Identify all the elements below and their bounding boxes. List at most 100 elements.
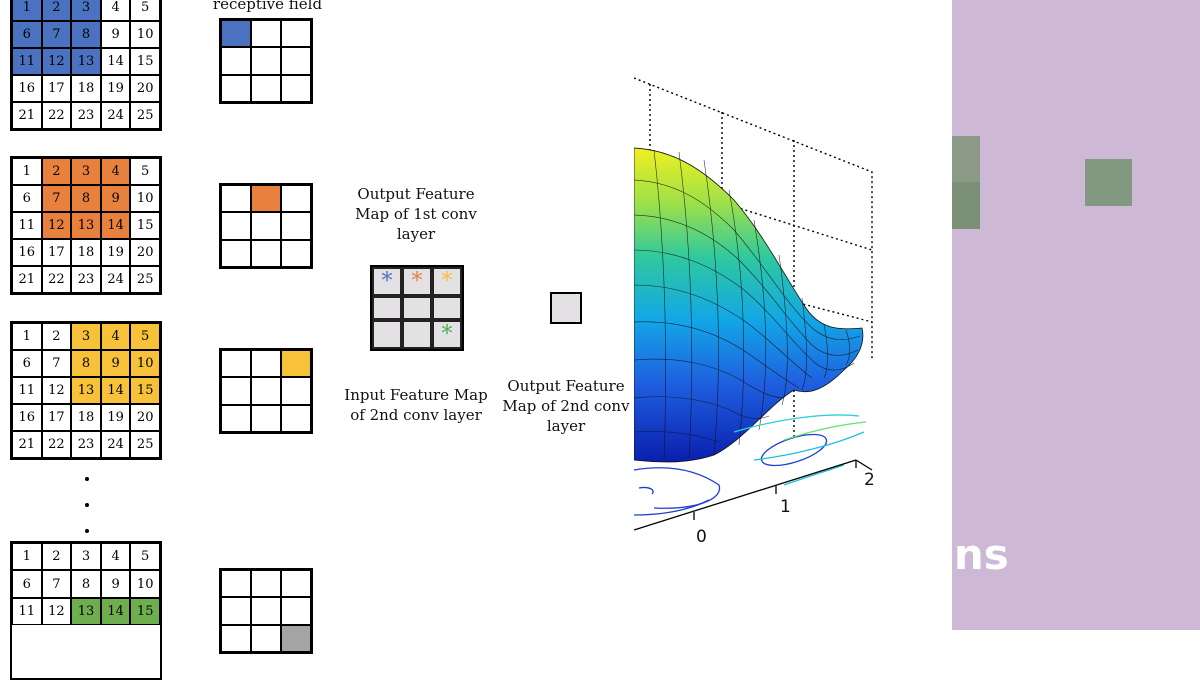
receptive-cell xyxy=(281,239,311,267)
axis-tick-0: 0 xyxy=(696,527,707,547)
grid-cell: 21 xyxy=(12,266,42,293)
grid-cell: 9 xyxy=(100,570,131,598)
grid-cell: 13 xyxy=(71,212,101,239)
grid-cell: 9 xyxy=(100,350,131,377)
receptive-cell xyxy=(251,74,281,102)
background-panel xyxy=(952,0,1200,630)
ellipsis-dot xyxy=(85,529,89,533)
receptive-cell xyxy=(221,74,251,102)
receptive-cell xyxy=(251,597,281,625)
grid-cell: 19 xyxy=(100,75,131,102)
grid-cell: 10 xyxy=(130,350,160,377)
grid-cell: 6 xyxy=(12,185,42,212)
grid-cell: 11 xyxy=(12,597,42,626)
grid-cell: 9 xyxy=(100,185,131,212)
receptive-cell xyxy=(251,377,281,405)
receptive-cell xyxy=(221,350,251,378)
receptive-cell xyxy=(221,570,251,598)
grid-cell: 12 xyxy=(41,597,72,626)
grid-cell: 22 xyxy=(41,266,72,293)
grid-cell: 5 xyxy=(130,158,160,185)
grid-cell: 15 xyxy=(130,597,160,626)
grid-cell: 1 xyxy=(12,0,42,21)
grid-cell: 18 xyxy=(71,239,101,266)
grid-cell: 3 xyxy=(71,0,101,21)
grid-cell: 21 xyxy=(12,431,42,458)
grid-cell: 16 xyxy=(12,75,42,102)
ellipsis-dot xyxy=(85,477,89,481)
grid-cell: 5 xyxy=(130,0,160,21)
grid-cell: 14 xyxy=(100,377,131,404)
grid-cell: 2 xyxy=(41,323,72,350)
grid-cell: 4 xyxy=(100,323,131,350)
grid-cell: 19 xyxy=(100,404,131,431)
grid-cell: 2 xyxy=(41,543,72,571)
receptive-cell xyxy=(251,239,281,267)
surface-plot: 0 1 2 xyxy=(634,77,875,547)
grid-cell: 7 xyxy=(41,21,72,48)
receptive-cell xyxy=(221,597,251,625)
grid-cell: 17 xyxy=(41,239,72,266)
feature-map-cell: * xyxy=(372,267,402,296)
grid-cell: 4 xyxy=(100,543,131,571)
grid-cell: 7 xyxy=(41,570,72,598)
receptive-output-blue xyxy=(219,18,313,104)
grid-cell: 14 xyxy=(100,48,131,75)
grid-cell: 12 xyxy=(41,212,72,239)
grid-cell: 2 xyxy=(41,158,72,185)
grid-cell: 23 xyxy=(71,266,101,293)
grid-cell: 1 xyxy=(12,158,42,185)
grid-cell: 24 xyxy=(100,266,131,293)
grid-cell: 4 xyxy=(100,0,131,21)
feature-map-cell xyxy=(372,296,402,320)
grid-cell: 11 xyxy=(12,377,42,404)
grid-cell: 1 xyxy=(12,543,42,571)
grid-cell: 24 xyxy=(100,431,131,458)
output-feature-map-1-label: Output Feature Map of 1st conv layer xyxy=(355,185,477,243)
grid-cell: 23 xyxy=(71,102,101,129)
grid-cell: 17 xyxy=(41,404,72,431)
grid-cell: 6 xyxy=(12,570,42,598)
grid-cell: 8 xyxy=(71,350,101,377)
grid-cell: 3 xyxy=(71,543,101,571)
grid-cell: 10 xyxy=(130,570,160,598)
receptive-cell xyxy=(281,212,311,240)
receptive-output-orange xyxy=(219,183,313,269)
grid-cell: 23 xyxy=(71,431,101,458)
grid-cell: 15 xyxy=(130,377,160,404)
receptive-output-yellow xyxy=(219,348,313,434)
receptive-cell xyxy=(281,47,311,75)
grid-cell: 8 xyxy=(71,21,101,48)
receptive-cell xyxy=(251,570,281,598)
grid-cell: 25 xyxy=(130,102,160,129)
receptive-cell xyxy=(281,74,311,102)
grid-cell: 25 xyxy=(130,266,160,293)
receptive-cell xyxy=(221,239,251,267)
grid-cell: 7 xyxy=(41,350,72,377)
receptive-cell xyxy=(251,624,281,652)
grid-cell: 16 xyxy=(12,239,42,266)
receptive-cell xyxy=(251,20,281,48)
grid-cell: 3 xyxy=(71,158,101,185)
grid-cell: 14 xyxy=(100,597,131,626)
receptive-cell xyxy=(281,597,311,625)
background-square xyxy=(952,182,980,229)
contour-lines xyxy=(634,414,867,516)
grid-cell: 22 xyxy=(41,102,72,129)
grid-cell: 6 xyxy=(12,21,42,48)
grid-cell: 12 xyxy=(41,48,72,75)
grid-cell: 14 xyxy=(100,212,131,239)
receptive-cell xyxy=(221,185,251,213)
grid-cell: 13 xyxy=(71,48,101,75)
grid-cell: 2 xyxy=(41,0,72,21)
base-axes xyxy=(634,459,873,531)
grid-cell: 11 xyxy=(12,48,42,75)
output-feature-map-2-label: Output Feature Map of 2nd conv layer xyxy=(502,377,630,435)
receptive-cell xyxy=(281,624,311,652)
ellipsis-dot xyxy=(85,503,89,507)
feature-map-cell: * xyxy=(402,267,432,296)
grid-cell: 3 xyxy=(71,323,101,350)
